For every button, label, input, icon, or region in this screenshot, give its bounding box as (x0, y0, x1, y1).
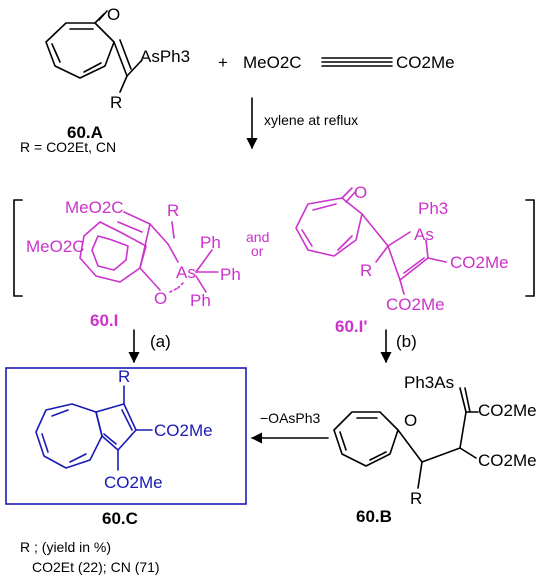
60I-phenyl-2: Ph (220, 265, 241, 284)
compound-label-60I: 60.I (90, 311, 118, 330)
60Ip-carbonyl-oxygen: O (354, 183, 367, 202)
r-definition: R = CO2Et, CN (20, 139, 116, 155)
60C-r-group: R (118, 367, 130, 386)
60C-ester-right: CO2Me (154, 421, 213, 440)
path-a-label: (a) (150, 332, 171, 351)
60B-ester-bottom: CO2Me (478, 451, 537, 470)
60Ip-ester-right: CO2Me (450, 253, 509, 272)
60Ip-ph3: Ph3 (418, 199, 448, 218)
carbonyl-oxygen-label: O (107, 5, 120, 24)
dmad-right-ester: CO2Me (396, 53, 455, 72)
r-group-label: R (110, 93, 122, 112)
plus-sign: + (218, 53, 228, 72)
60Ip-r-group: R (360, 261, 372, 280)
60Ip-arsenic: As (414, 225, 434, 244)
60B-ester-top: CO2Me (478, 401, 537, 420)
compound-label-60Ip: 60.I' (335, 317, 367, 336)
compound-label-60C: 60.C (102, 509, 138, 528)
path-b-label: (b) (396, 332, 417, 351)
reaction-condition: xylene at reflux (264, 112, 358, 128)
60I-oxygen: O (154, 289, 167, 308)
60B-r-group: R (410, 489, 422, 508)
product-box (5, 367, 247, 505)
intermediate-brackets (13, 199, 535, 297)
60I-ester-top: MeO2C (65, 198, 124, 217)
60C-ester-bottom: CO2Me (104, 473, 163, 492)
compound-60I: MeO2C MeO2C R As Ph Ph Ph O 60.I (26, 198, 241, 330)
elimination-label: −OAsPh3 (260, 410, 321, 426)
compound-label-60A: 60.A (67, 123, 103, 142)
yield-header: R ; (yield in %) (20, 539, 111, 555)
60Ip-ester-bottom: CO2Me (386, 295, 445, 314)
asph3-label: AsPh3 (140, 47, 190, 66)
60I-r-group: R (167, 201, 179, 220)
compound-dmad: MeO2C CO2Me (243, 53, 455, 72)
60B-ph3as: Ph3As (404, 373, 454, 392)
60I-arsenic: As (176, 263, 196, 282)
compound-label-60B: 60.B (356, 507, 392, 526)
and-text: and (246, 229, 269, 245)
60I-phenyl-3: Ph (190, 291, 211, 310)
60I-ester-left: MeO2C (26, 237, 85, 256)
dmad-left-ester: MeO2C (243, 53, 302, 72)
compound-60B: O Ph3As CO2Me CO2Me R 60.B (333, 373, 537, 526)
compound-60C: R CO2Me CO2Me (5, 367, 247, 505)
or-text: or (251, 243, 264, 259)
compound-60Ip: O Ph3 As R CO2Me CO2Me 60.I' (295, 183, 509, 336)
compound-60A: O AsPh3 R 60.A (45, 5, 190, 142)
60B-carbonyl-oxygen: O (404, 411, 417, 430)
60I-phenyl-1: Ph (200, 233, 221, 252)
yield-values: CO2Et (22); CN (71) (32, 559, 160, 575)
